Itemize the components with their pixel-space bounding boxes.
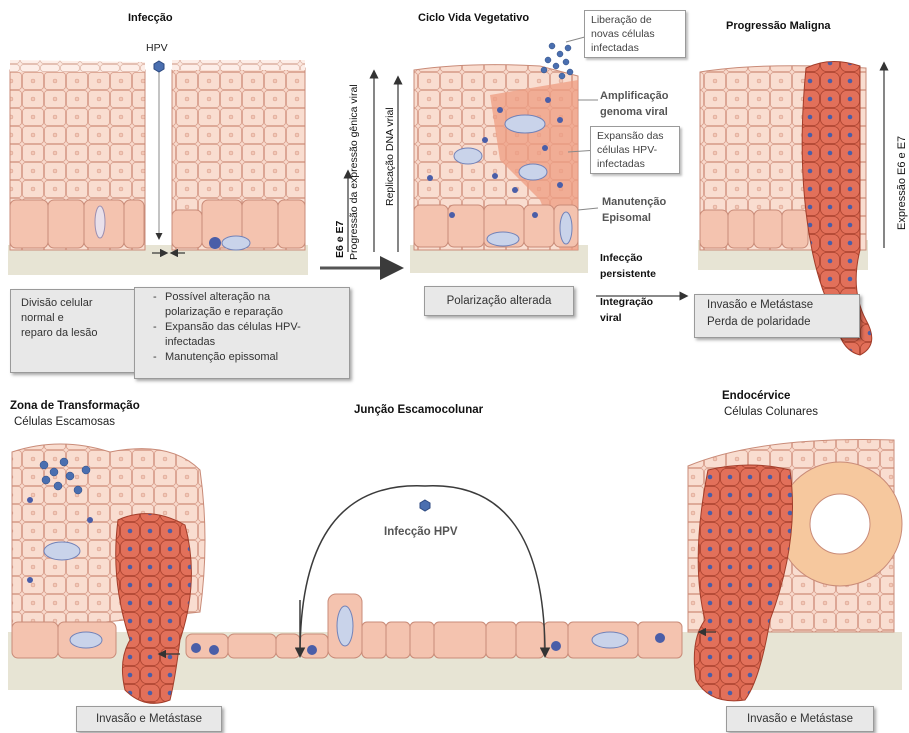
- expansion-callout: Expansão das células HPV- infectadas: [590, 126, 680, 174]
- hpv-virus-bottom-icon: [420, 500, 430, 511]
- infection-box-right: Possível alteração na polarização e repar…: [134, 287, 350, 379]
- infection-tissue: [8, 60, 308, 275]
- vegetative-title: Ciclo Vida Vegetativo: [418, 12, 529, 24]
- persistent-line-1: Infecção: [600, 250, 656, 266]
- hpv-virus-icon: [154, 61, 164, 72]
- polarization-box: Polarização alterada: [424, 286, 574, 316]
- invasion-box-right: Invasão e Metástase: [726, 706, 874, 732]
- amplification-label: Amplificação genoma viral: [600, 88, 668, 120]
- box-left-line-3: reparo da lesão: [21, 326, 137, 341]
- malignant-title: Progressão Maligna: [726, 20, 831, 32]
- transformation-zone-title: Zona de Transformação: [10, 400, 140, 412]
- invasion-box-left: Invasão e Metástase: [76, 706, 222, 732]
- box-right-item-2: Expansão das células HPV-: [165, 321, 301, 333]
- replication-label: Replicação DNA vrial: [384, 107, 396, 206]
- malignant-box-line-2: Perda de polaridade: [707, 314, 859, 331]
- amplification-line-1: Amplificação: [600, 88, 668, 104]
- box-right-item-2b: infectadas: [165, 336, 215, 348]
- release-line-1: Liberação de: [591, 13, 679, 27]
- columnar-cells-label: Células Colunares: [724, 406, 818, 418]
- malignant-box: Invasão e Metástase Perda de polaridade: [694, 294, 860, 338]
- integration-label: Integração viral: [600, 294, 653, 326]
- expression-label: Expressão E6 e E7: [896, 136, 908, 230]
- box-left-line-2: normal e: [21, 311, 137, 326]
- expansion-line-1: Expansão das: [597, 129, 673, 143]
- release-line-2: novas células: [591, 27, 679, 41]
- e6e7-label: E6 e E7: [334, 221, 346, 258]
- expansion-line-2: células HPV-: [597, 143, 673, 157]
- box-right-item-3: Manutenção epissomal: [165, 351, 278, 363]
- hpv-label: HPV: [146, 42, 168, 54]
- infection-title: Infecção: [128, 12, 173, 24]
- malignant-box-line-1: Invasão e Metástase: [707, 297, 859, 314]
- release-callout: Liberação de novas células infectadas: [584, 10, 686, 58]
- box-right-item-1b: polarização e reparação: [165, 306, 283, 318]
- maintenance-line-2: Episomal: [602, 210, 666, 226]
- squamous-cells-label: Células Escamosas: [14, 416, 115, 428]
- persistent-line-2: persistente: [600, 266, 656, 282]
- hpv-infection-label: Infecção HPV: [384, 526, 458, 538]
- maintenance-label: Manutenção Episomal: [602, 194, 666, 226]
- junction-label: Junção Escamocolunar: [354, 404, 483, 416]
- maintenance-line-1: Manutenção: [602, 194, 666, 210]
- integration-line-2: viral: [600, 310, 653, 326]
- progression-label: Progressão da expressão gênica viral: [348, 84, 360, 260]
- endocervix-title: Endocérvice: [722, 390, 790, 402]
- box-right-item-1: Possível alteração na: [165, 291, 270, 303]
- infection-box-left: Divisão celular normal e reparo da lesão: [10, 289, 138, 373]
- cervix-tissue: [8, 440, 902, 704]
- box-left-line-1: Divisão celular: [21, 296, 137, 311]
- persistent-label: Infecção persistente: [600, 250, 656, 282]
- expansion-line-3: infectadas: [597, 157, 673, 171]
- integration-line-1: Integração: [600, 294, 653, 310]
- release-line-3: infectadas: [591, 41, 679, 55]
- amplification-line-2: genoma viral: [600, 104, 668, 120]
